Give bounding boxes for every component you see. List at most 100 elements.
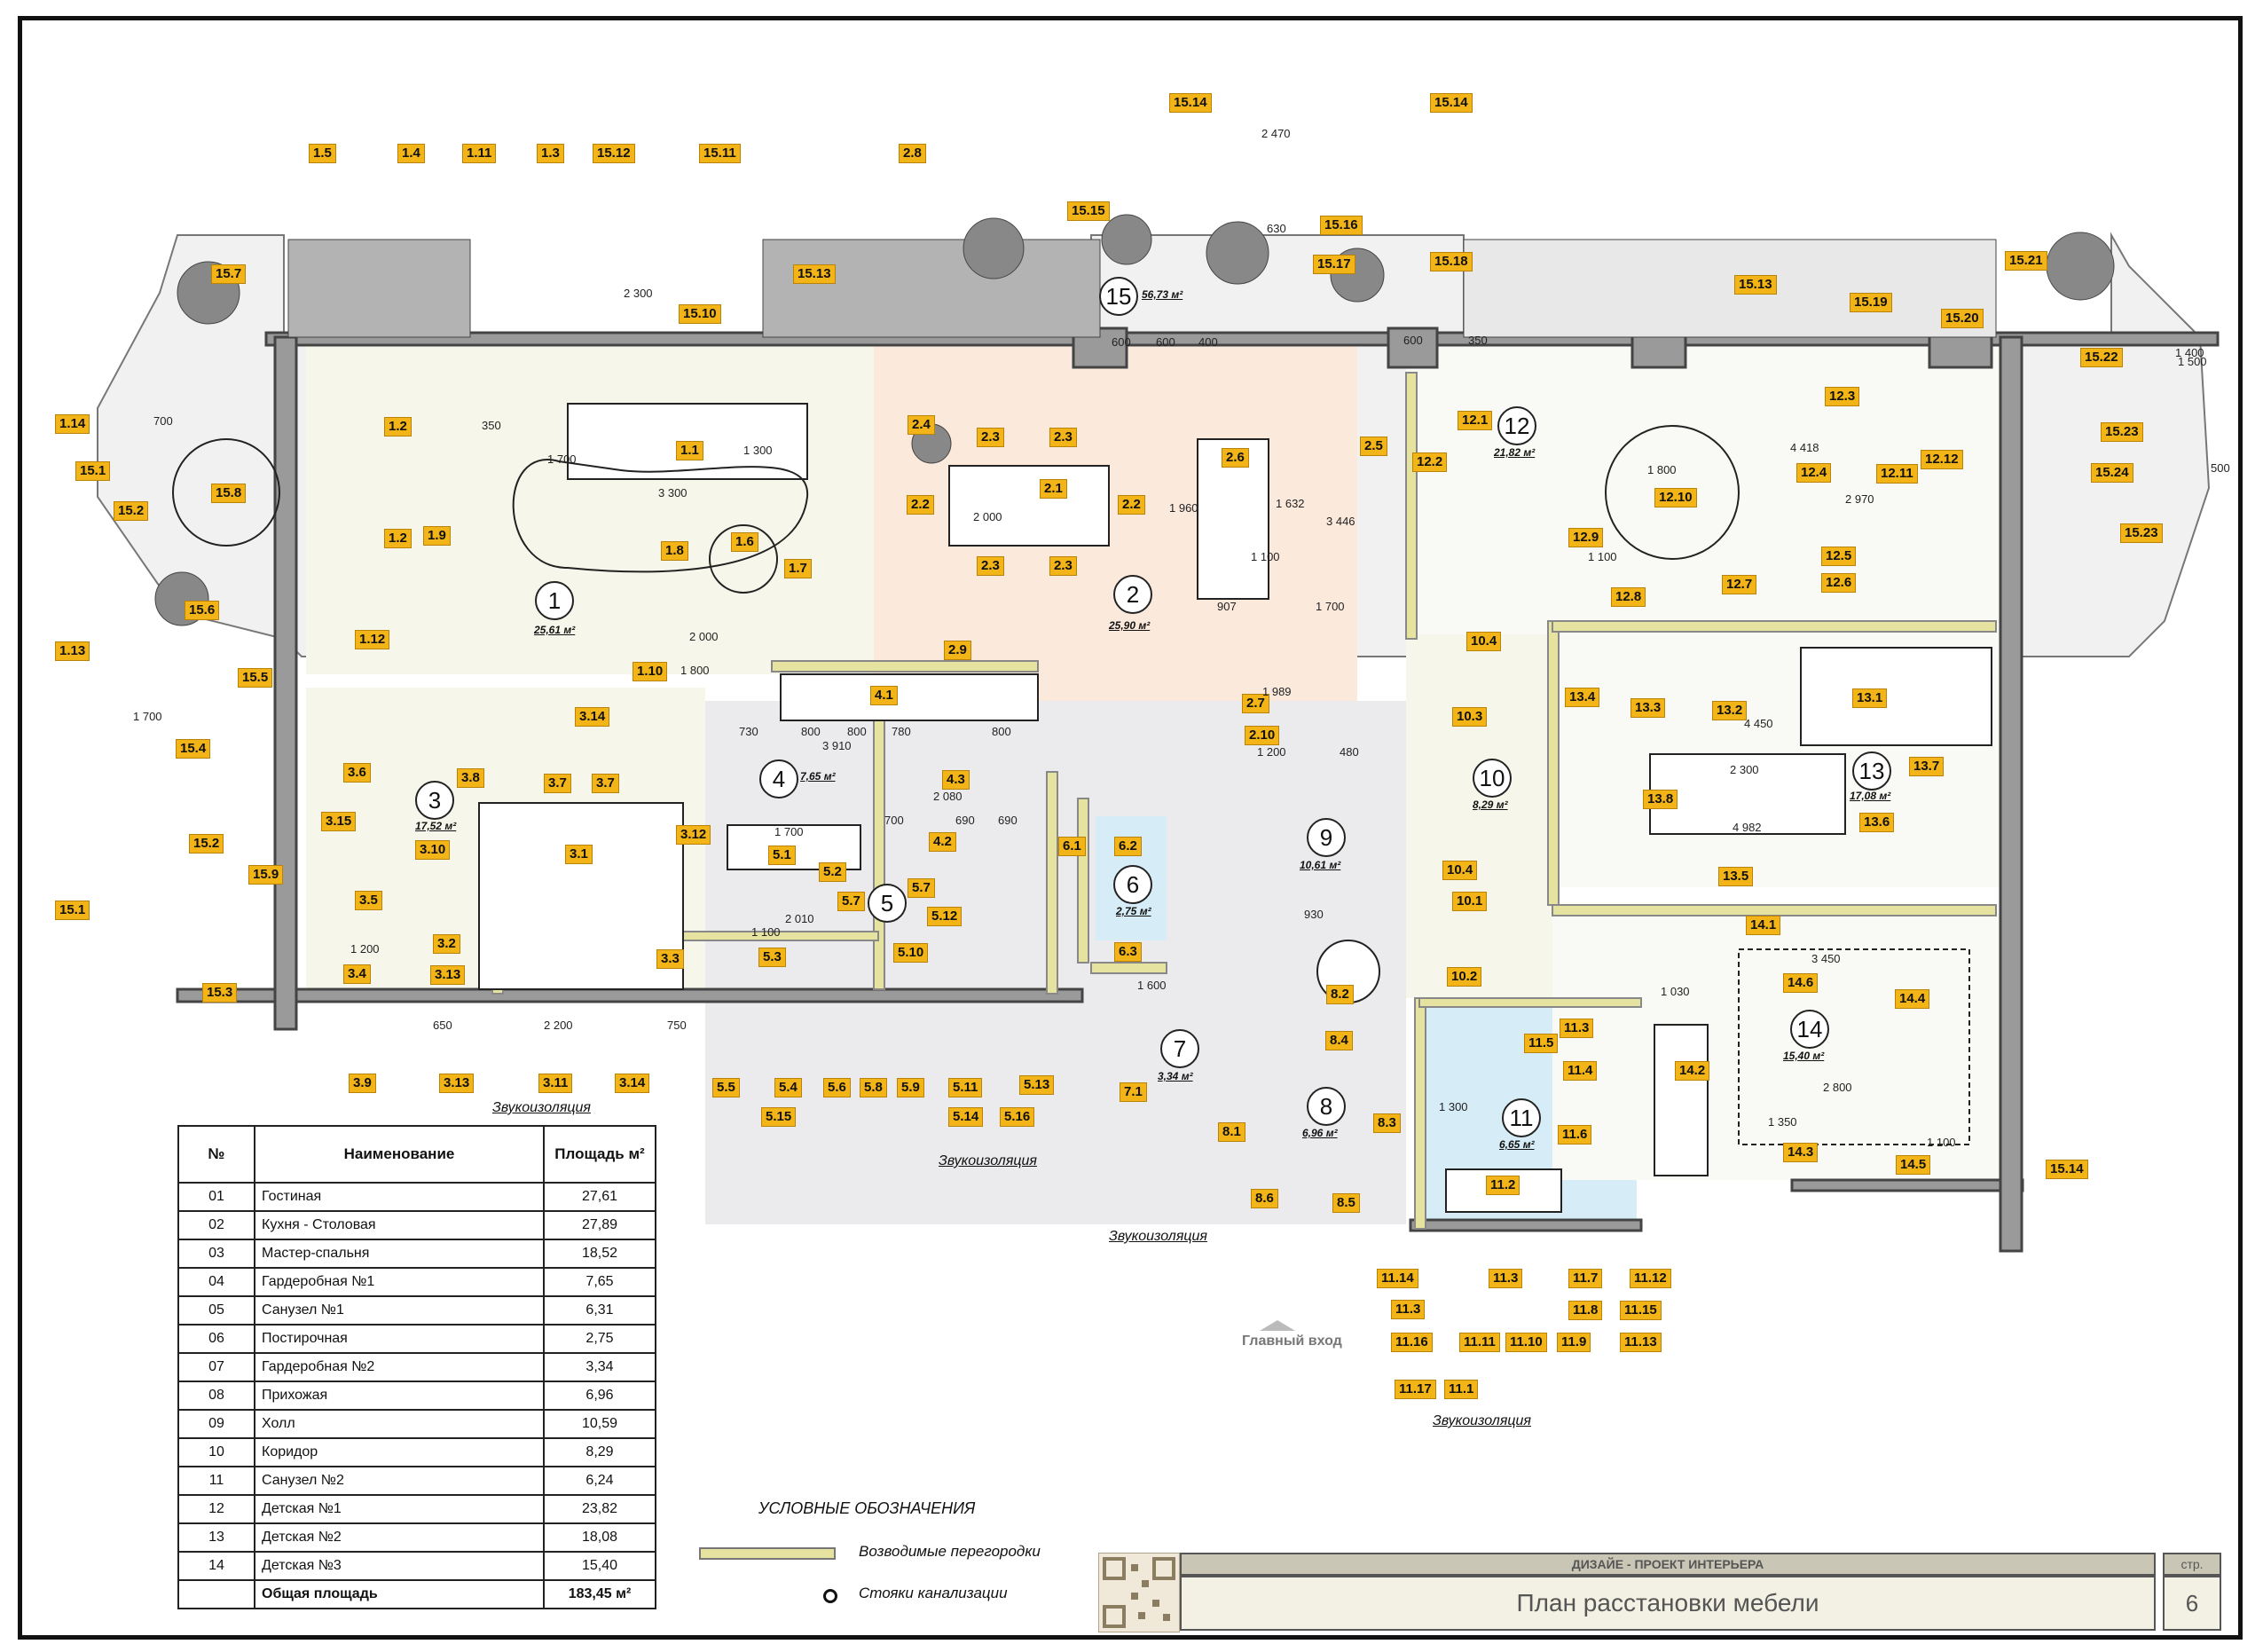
dimension: 1 200 xyxy=(1257,745,1286,759)
furniture-tag: 13.3 xyxy=(1630,698,1666,718)
furniture-tag: 10.4 xyxy=(1442,861,1478,880)
table-cell-area: 6,96 xyxy=(543,1381,656,1411)
furniture-tag: 14.3 xyxy=(1783,1143,1819,1162)
legend-partitions-label: Возводимые перегородки xyxy=(859,1543,1041,1560)
table-cell-name: Детская №2 xyxy=(254,1522,545,1553)
room-area: 6,96 м² xyxy=(1302,1127,1338,1139)
drawing-frame xyxy=(18,16,2243,1640)
furniture-tag: 15.5 xyxy=(238,668,273,688)
room-area: 2,75 м² xyxy=(1116,905,1151,917)
dimension: 1 300 xyxy=(743,444,773,457)
furniture-tag: 15.7 xyxy=(211,264,247,284)
room-number: 9 xyxy=(1307,818,1346,857)
table-cell-num: 12 xyxy=(177,1494,255,1524)
furniture-tag: 5.14 xyxy=(948,1107,984,1127)
sheet-title: План расстановки мебели xyxy=(1180,1576,2156,1631)
pouf-1-6 xyxy=(709,524,778,594)
table-cell-area: 18,08 xyxy=(543,1522,656,1553)
furniture-tag: 5.2 xyxy=(819,862,846,882)
dimension: 1 350 xyxy=(1768,1115,1797,1129)
furniture-tag: 1.4 xyxy=(397,144,425,163)
table-cell-area: 27,89 xyxy=(543,1210,656,1240)
furniture-tag: 13.1 xyxy=(1852,688,1888,708)
col-name: Наименование xyxy=(254,1125,545,1184)
furniture-tag: 3.12 xyxy=(676,825,711,845)
sound-insulation-note: Звукоизоляция xyxy=(1109,1229,1207,1244)
room-number: 8 xyxy=(1307,1087,1346,1126)
furniture-tag: 12.8 xyxy=(1611,587,1646,607)
dimension: 930 xyxy=(1304,908,1324,921)
dimension: 750 xyxy=(667,1019,687,1032)
furniture-tag: 6.2 xyxy=(1114,837,1142,856)
rug-1-8 xyxy=(512,459,809,573)
dimension: 690 xyxy=(955,814,975,827)
furniture-tag: 15.1 xyxy=(75,461,111,481)
furniture-tag: 2.4 xyxy=(908,415,935,435)
dimension: 630 xyxy=(1267,222,1286,235)
dimension: 1 400 xyxy=(2175,346,2204,359)
furniture-tag: 14.1 xyxy=(1746,916,1781,935)
dimension: 650 xyxy=(433,1019,452,1032)
room-number: 7 xyxy=(1160,1029,1199,1068)
furniture-tag: 2.3 xyxy=(1049,556,1077,576)
furniture-tag: 3.6 xyxy=(343,763,371,783)
furniture-tag: 14.5 xyxy=(1896,1155,1931,1175)
furniture-tag: 14.2 xyxy=(1675,1061,1710,1081)
furniture-tag: 15.13 xyxy=(793,264,836,284)
room-area: 21,82 м² xyxy=(1494,446,1536,459)
furniture-tag: 2.2 xyxy=(1118,495,1145,515)
room-number: 14 xyxy=(1790,1010,1829,1049)
wall-bottom-left xyxy=(176,987,1084,1003)
dimension: 1 989 xyxy=(1262,685,1292,698)
table-cell-name: Детская №1 xyxy=(254,1494,545,1524)
furniture-tag: 15.14 xyxy=(1430,93,1473,113)
furniture-tag: 11.2 xyxy=(1486,1176,1520,1195)
furniture-tag: 12.12 xyxy=(1921,450,1963,469)
dimension: 350 xyxy=(1468,334,1488,347)
room-area: 6,65 м² xyxy=(1499,1138,1535,1151)
dimension: 1 100 xyxy=(751,925,781,939)
room-area: 17,08 м² xyxy=(1850,790,1891,802)
furniture-tag: 15.10 xyxy=(679,304,721,324)
furniture-tag: 1.8 xyxy=(661,541,688,561)
furniture-tag: 13.7 xyxy=(1909,757,1945,776)
furniture-tag: 3.14 xyxy=(575,707,610,727)
dimension: 4 982 xyxy=(1733,821,1762,834)
table-cell-area: 2,75 xyxy=(543,1324,656,1354)
furniture xyxy=(172,403,1992,1213)
furniture-tag: 14.4 xyxy=(1895,989,1930,1009)
dimension: 480 xyxy=(1340,745,1359,759)
dimension: 800 xyxy=(801,725,821,738)
furniture-tag: 11.3 xyxy=(1489,1269,1523,1288)
dimension: 1 700 xyxy=(774,825,804,838)
furniture-tag: 2.7 xyxy=(1242,694,1269,713)
furniture-tag: 5.9 xyxy=(897,1078,924,1097)
page-label: стр. xyxy=(2163,1553,2221,1576)
furniture-tag: 7.1 xyxy=(1120,1082,1147,1102)
furniture-tag: 4.1 xyxy=(870,686,898,705)
furniture-tag: 11.13 xyxy=(1620,1333,1662,1352)
room-number: 5 xyxy=(868,884,907,923)
furniture-tag: 1.3 xyxy=(537,144,564,163)
table-cell-area: 6,24 xyxy=(543,1466,656,1496)
kids3-floor xyxy=(1552,914,2000,1180)
room-number: 12 xyxy=(1497,406,1536,445)
dimension: 2 200 xyxy=(544,1019,573,1032)
furniture-tag: 15.18 xyxy=(1430,252,1473,271)
furniture-tag: 5.15 xyxy=(761,1107,797,1127)
furniture-tag: 8.1 xyxy=(1218,1122,1245,1142)
table-cell-num: 13 xyxy=(177,1522,255,1553)
furniture-tag: 11.7 xyxy=(1568,1269,1603,1288)
dimension: 1 700 xyxy=(133,710,162,723)
table-cell-num: 11 xyxy=(177,1466,255,1496)
total-label: Общая площадь xyxy=(254,1579,545,1609)
furniture-tag: 2.3 xyxy=(977,428,1004,447)
furniture-tag: 1.10 xyxy=(633,662,668,681)
furniture-tag: 3.14 xyxy=(615,1074,650,1093)
furniture-tag: 2.8 xyxy=(899,144,926,163)
dimension: 2 080 xyxy=(933,790,963,803)
room-area: 25,61 м² xyxy=(534,624,576,636)
wall-right xyxy=(1999,335,2023,1253)
